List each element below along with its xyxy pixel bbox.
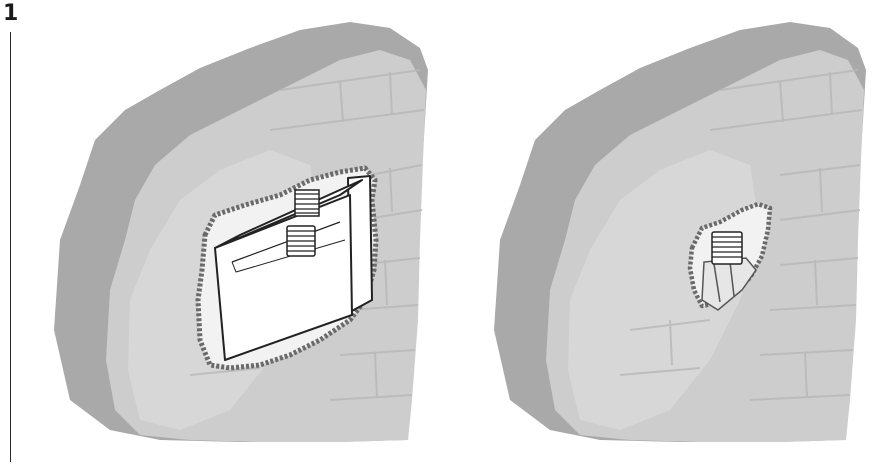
illustration-wall-with-screw bbox=[480, 0, 878, 466]
wall-with-screw-svg bbox=[480, 0, 878, 466]
wall-with-box-svg bbox=[40, 0, 450, 466]
screw-upper bbox=[295, 190, 319, 216]
screw-lower bbox=[287, 226, 315, 256]
step-number: 1 bbox=[3, 0, 18, 28]
step-divider-line bbox=[10, 32, 11, 462]
screw bbox=[712, 232, 742, 264]
illustration-wall-with-box bbox=[40, 0, 450, 466]
